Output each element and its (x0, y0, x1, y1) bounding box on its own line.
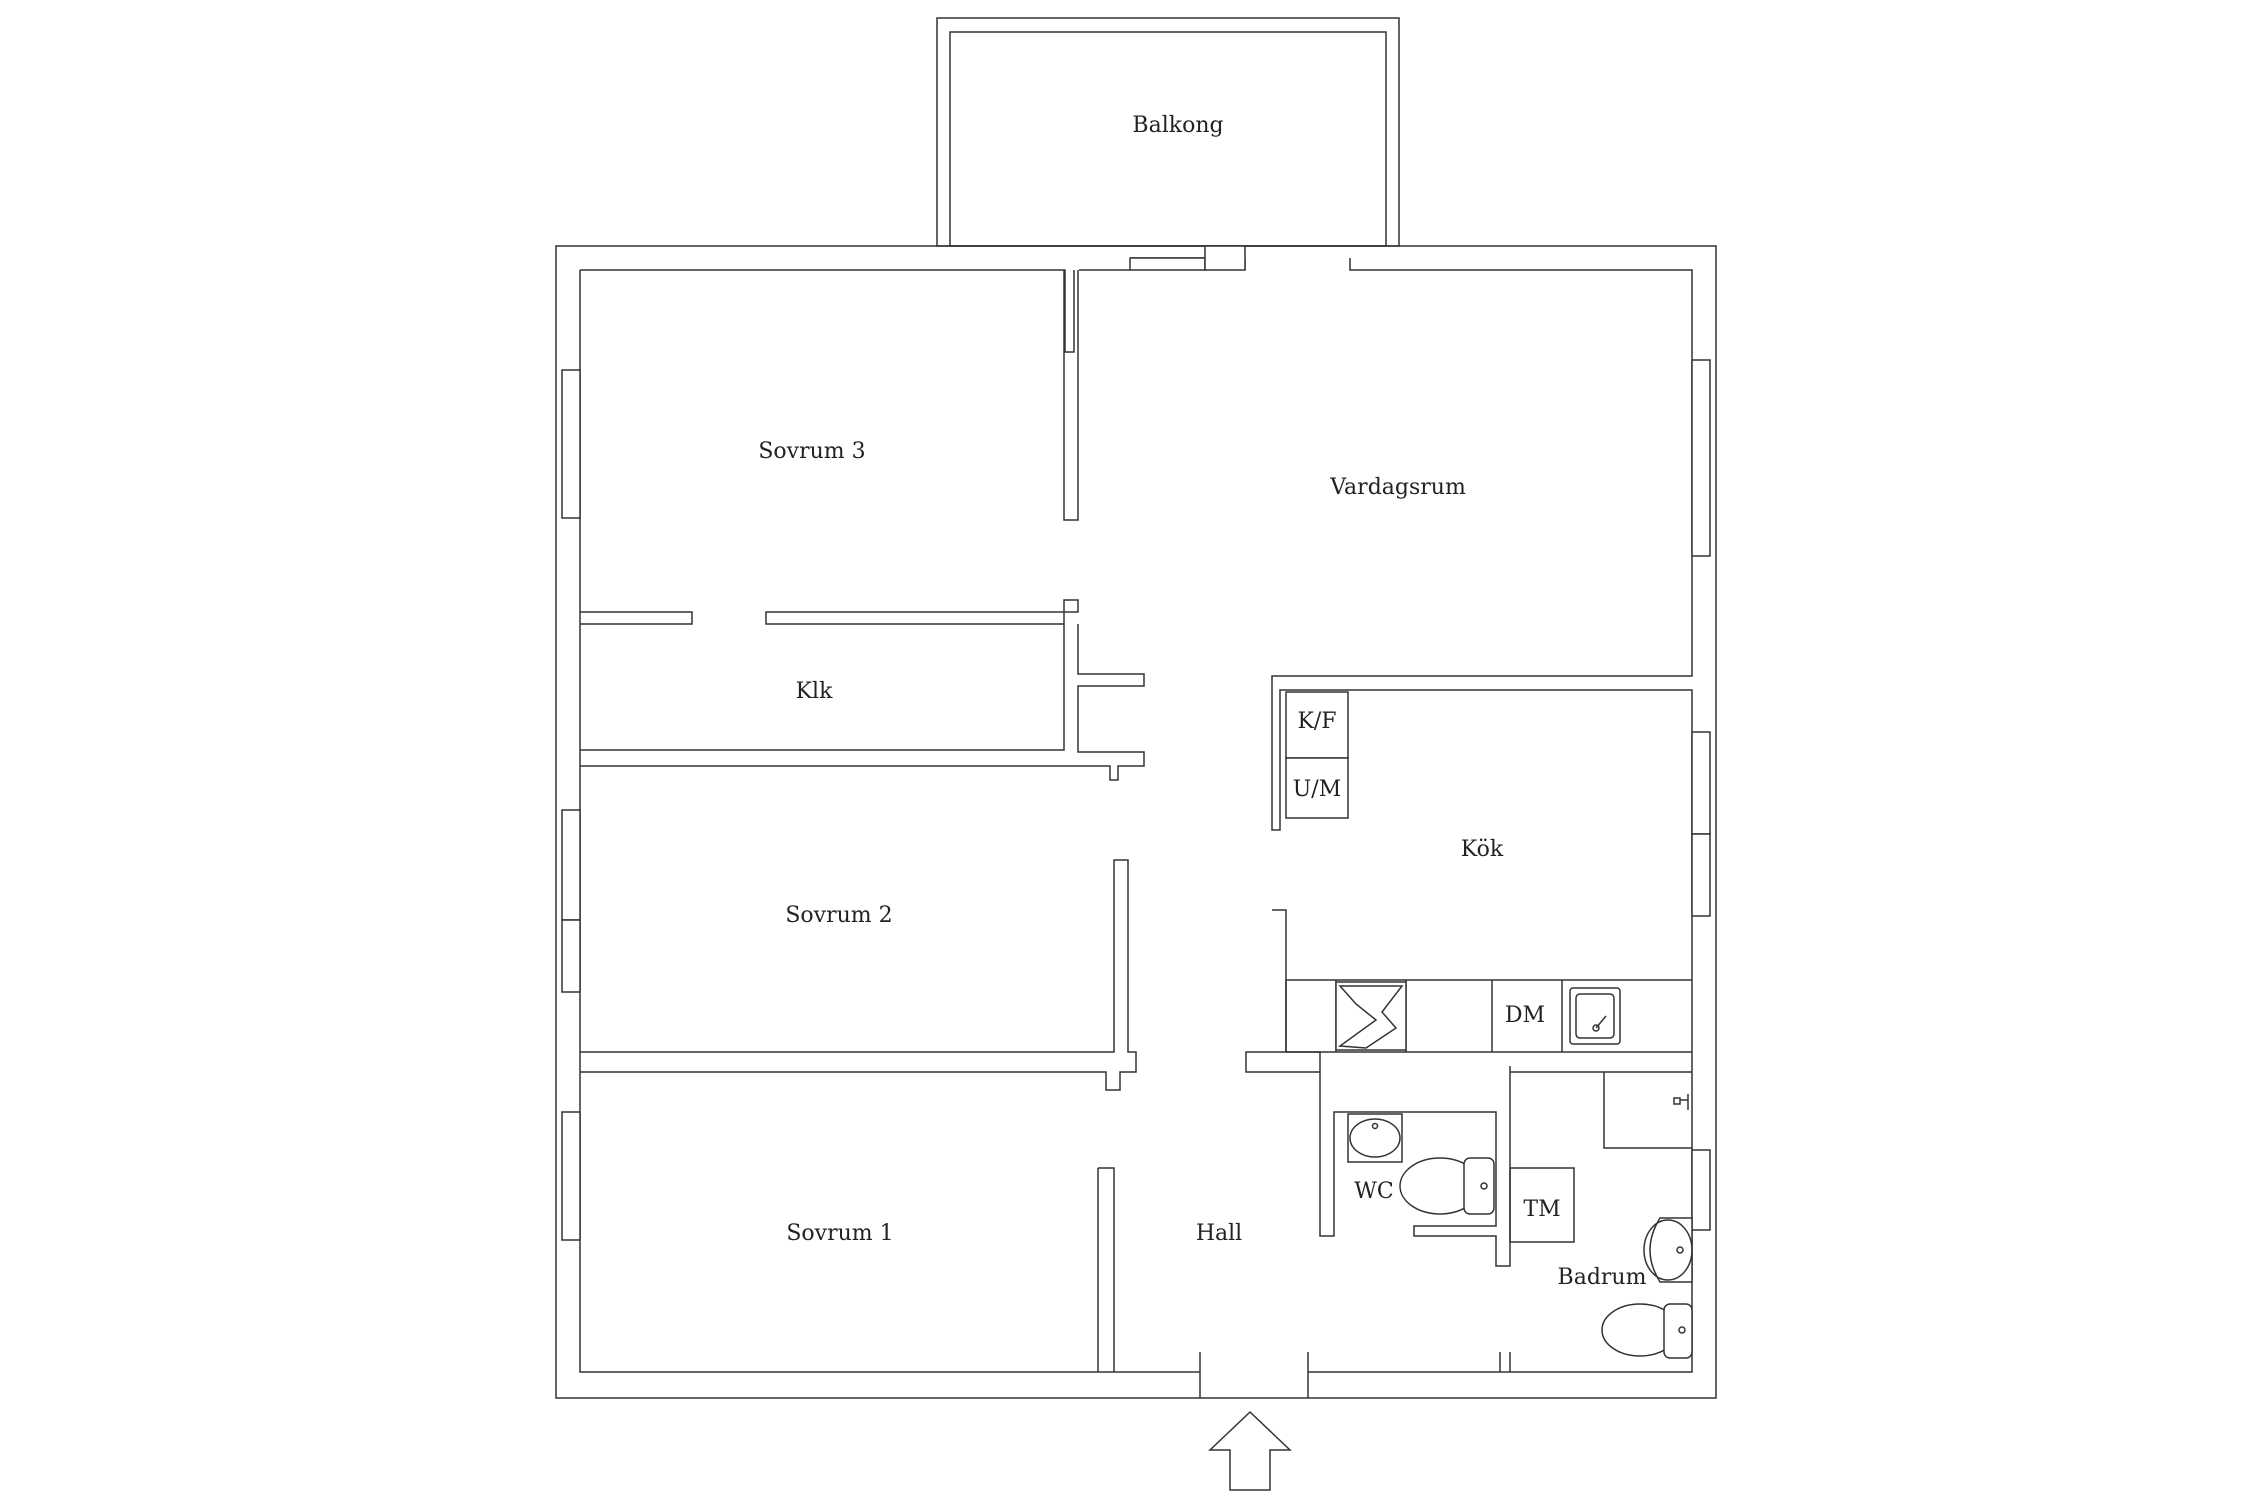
washbasin-icon (1347, 1113, 1403, 1163)
windows (561, 359, 1711, 1241)
label-kok: Kök (1461, 837, 1504, 862)
kitchen-sink-icon (1569, 987, 1621, 1045)
stove-icon (1335, 981, 1407, 1051)
label-balkong: Balkong (1132, 113, 1223, 138)
label-sovrum2: Sovrum 2 (785, 903, 892, 928)
kitchen-fixtures (1285, 691, 1563, 1052)
label-sovrum1: Sovrum 1 (786, 1221, 893, 1246)
bath-toilet-icon (1601, 1303, 1693, 1359)
outer-walls (555, 245, 1717, 1399)
toilet-icon (1399, 1157, 1495, 1215)
label-vardagsrum: Vardagsrum (1329, 475, 1466, 500)
label-hall: Hall (1196, 1221, 1242, 1246)
label-sovrum3: Sovrum 3 (758, 439, 865, 464)
label-tm: TM (1523, 1197, 1560, 1222)
label-dm: DM (1505, 1003, 1545, 1028)
entrance-arrow-icon (1208, 1410, 1292, 1491)
label-klk: Klk (796, 679, 833, 704)
shower-icon (1673, 1094, 1689, 1110)
label-um: U/M (1293, 777, 1341, 802)
label-badrum: Badrum (1558, 1265, 1647, 1290)
bath-washbasin-icon (1643, 1217, 1693, 1283)
label-wc: WC (1354, 1179, 1393, 1204)
label-kf: K/F (1297, 709, 1336, 734)
